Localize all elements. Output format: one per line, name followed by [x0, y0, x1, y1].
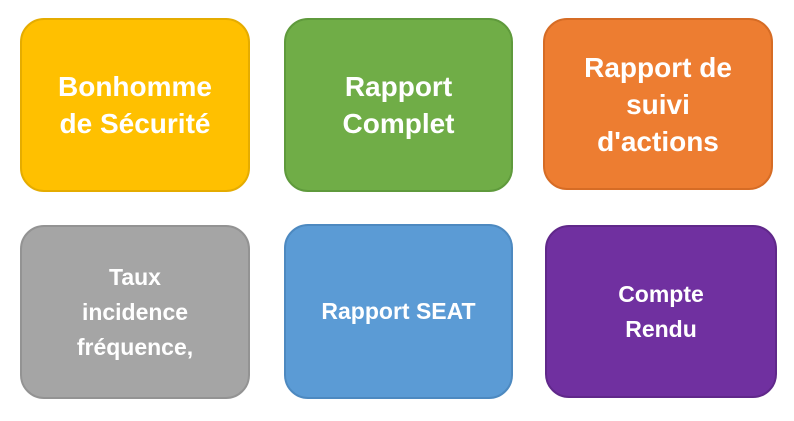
- label-line: d'actions: [597, 125, 719, 157]
- label-line: Rendu: [625, 315, 697, 342]
- label-line: de Sécurité: [59, 108, 211, 139]
- label-line: Compte: [618, 280, 704, 307]
- label-line: Rapport: [344, 71, 453, 102]
- label-line: fréquence,: [76, 333, 194, 360]
- label-line: incidence: [81, 298, 189, 325]
- rapport-suivi-actions-tile[interactable]: Rapport de suivi d'actions: [543, 18, 773, 190]
- rapport-suivi-actions-label: Rapport de suivi d'actions: [584, 49, 732, 160]
- rapport-complet-label: Rapport Complet: [343, 68, 455, 142]
- taux-incidence-frequence-tile[interactable]: Taux incidence fréquence,: [20, 225, 250, 399]
- label-line: Bonhomme: [58, 71, 212, 102]
- label-line: Rapport SEAT: [321, 298, 476, 324]
- rapport-complet-tile[interactable]: Rapport Complet: [284, 18, 513, 192]
- compte-rendu-tile[interactable]: Compte Rendu: [545, 225, 777, 398]
- rapport-seat-label: Rapport SEAT: [321, 294, 475, 329]
- label-line: Taux: [109, 263, 161, 290]
- taux-incidence-frequence-label: Taux incidence fréquence,: [77, 260, 193, 365]
- label-line: Rapport de: [584, 51, 732, 83]
- label-line: Complet: [342, 108, 455, 139]
- label-line: suivi: [626, 88, 690, 120]
- rapport-seat-tile[interactable]: Rapport SEAT: [284, 224, 513, 399]
- compte-rendu-label: Compte Rendu: [618, 277, 704, 347]
- bonhomme-de-securite-tile[interactable]: Bonhomme de Sécurité: [20, 18, 250, 192]
- bonhomme-de-securite-label: Bonhomme de Sécurité: [58, 68, 212, 142]
